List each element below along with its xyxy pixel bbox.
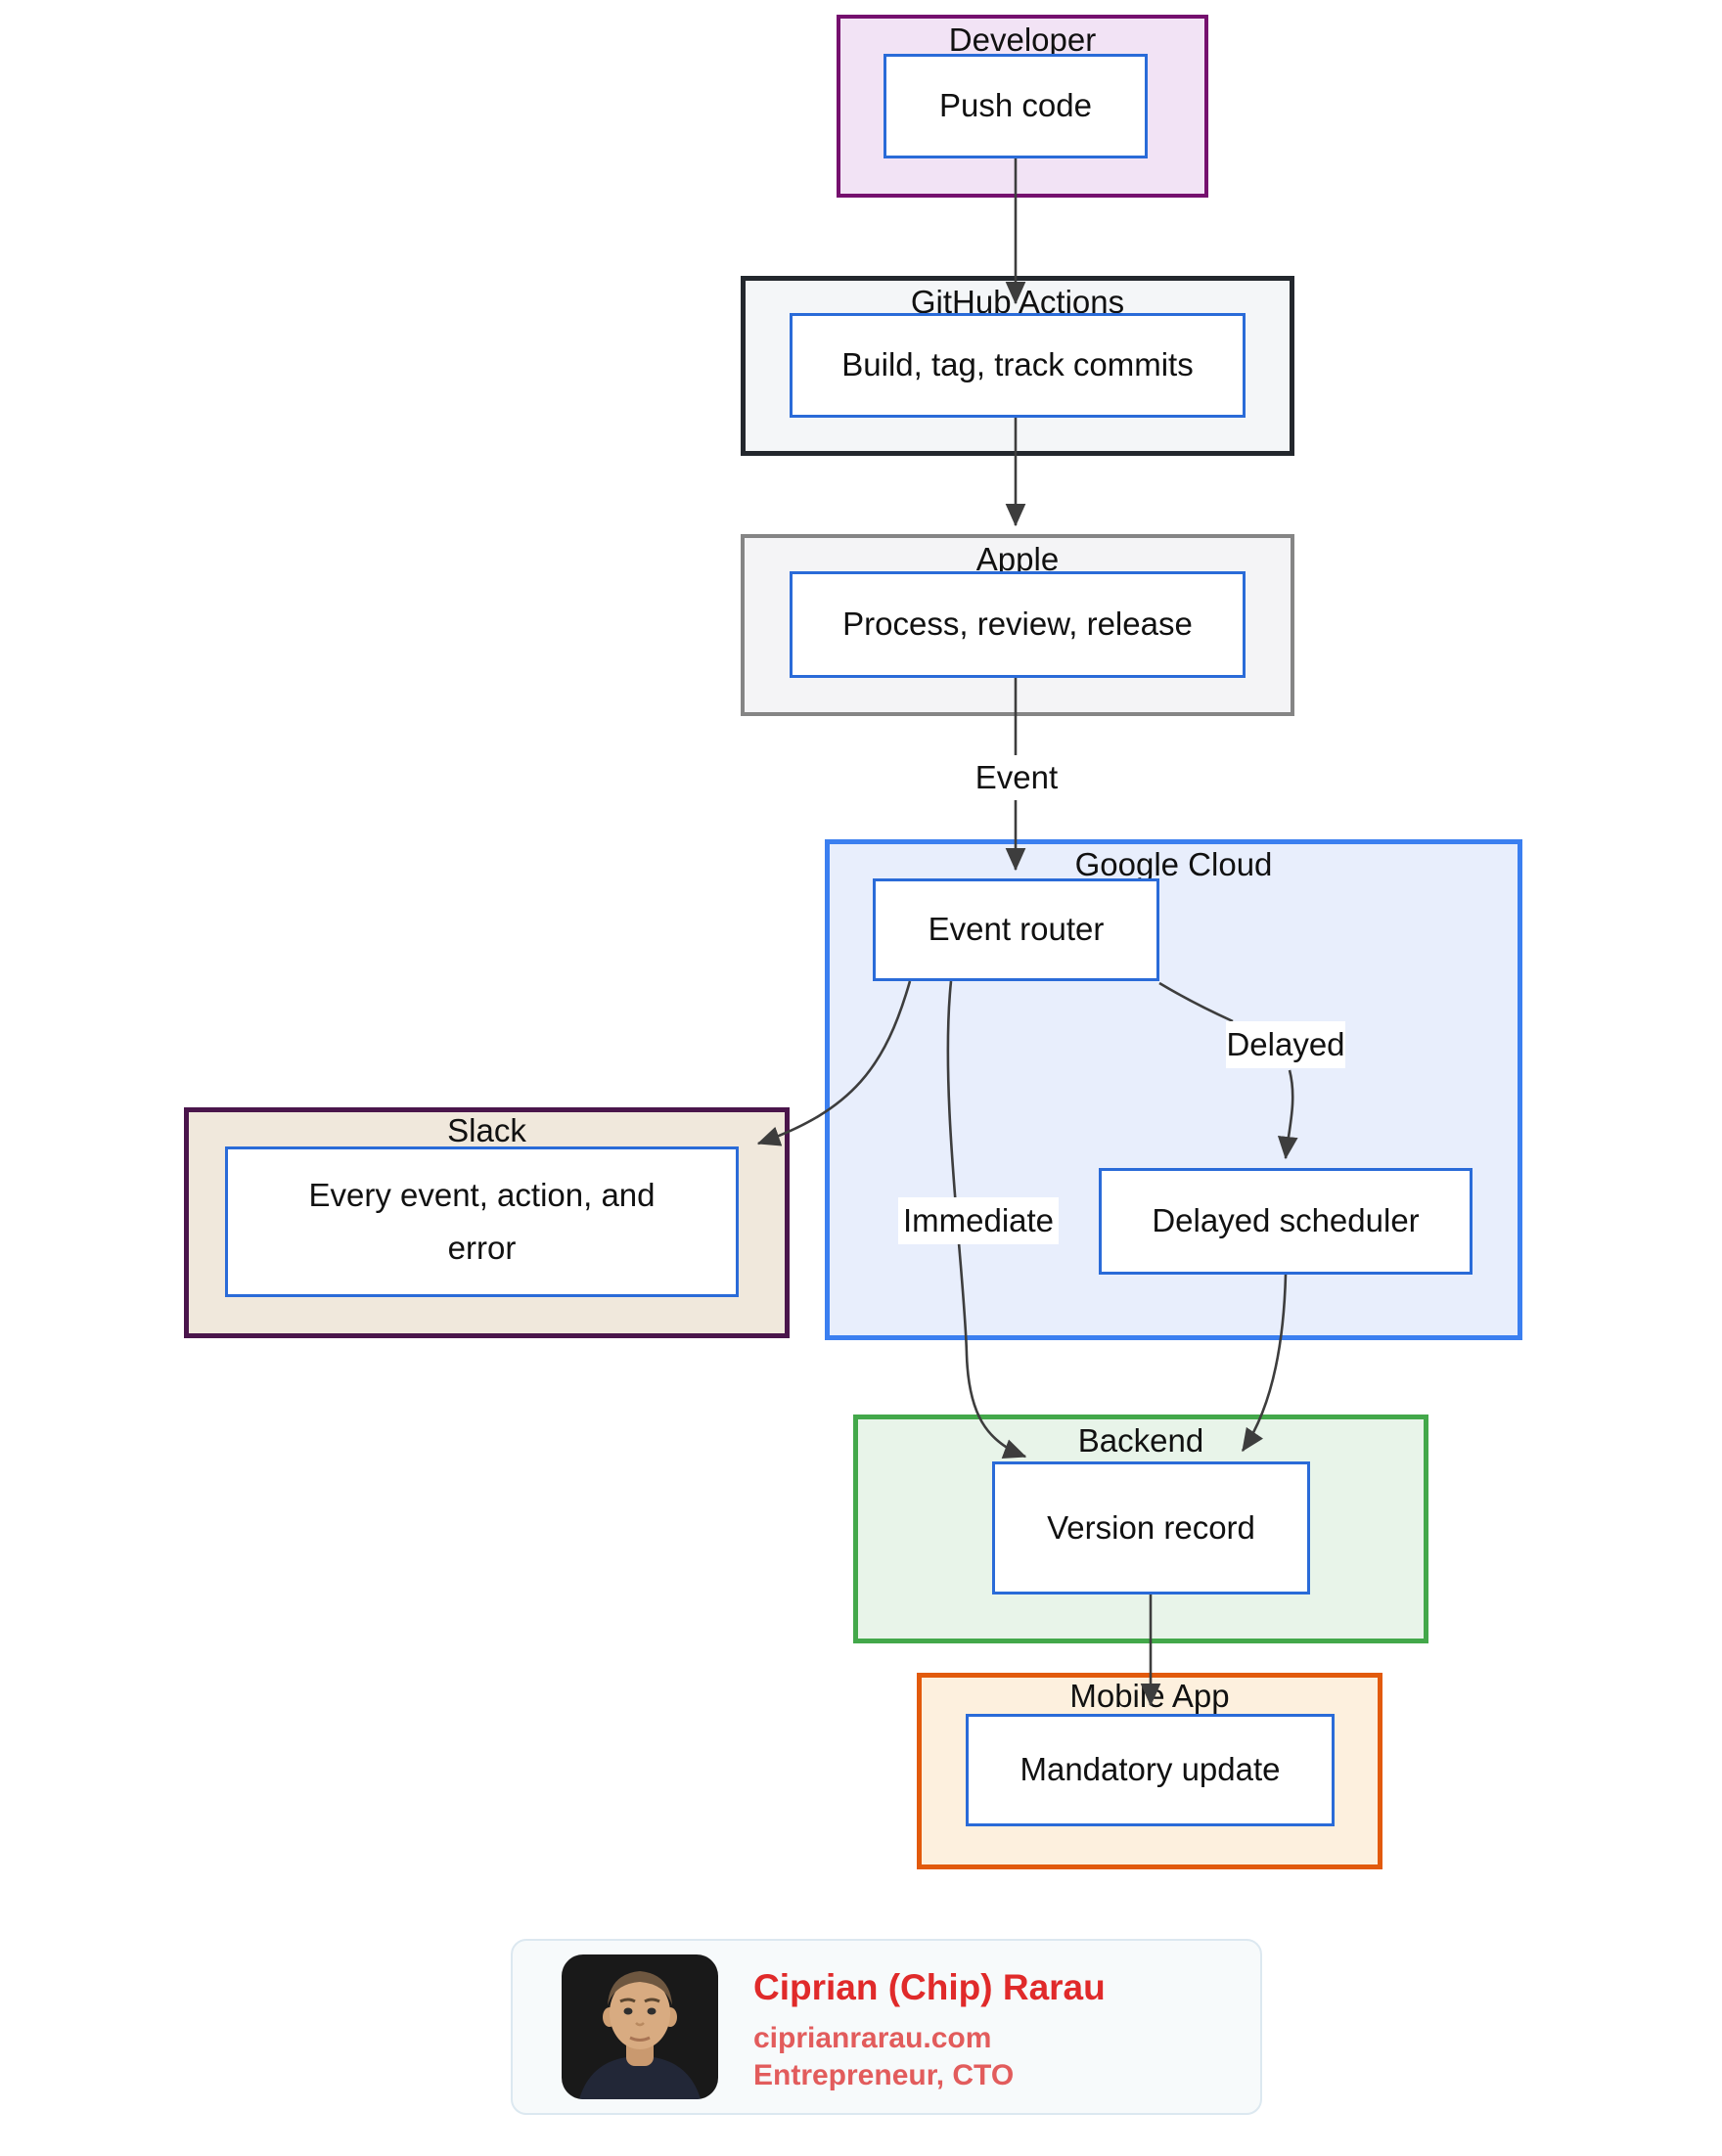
edge-router-to-slack — [756, 980, 912, 1146]
process-review-release-node: Process, review, release — [790, 571, 1246, 678]
edge-delayed-label-to-scheduler — [1277, 1069, 1298, 1160]
slack-group-title: Slack — [447, 1112, 526, 1148]
delayed-scheduler-label: Delayed scheduler — [1152, 1202, 1420, 1239]
profile-photo — [562, 1954, 718, 2099]
backend-group-title: Backend — [1077, 1422, 1204, 1459]
edge-router-immediate-to-backend — [946, 980, 1027, 1459]
slack-events-label: Every event, action, and error — [308, 1176, 656, 1266]
build-tag-track-label: Build, tag, track commits — [841, 346, 1194, 383]
process-review-release-label: Process, review, release — [842, 606, 1193, 643]
apple-group-title: Apple — [975, 541, 1060, 577]
slack-events-node: Every event, action, and error — [225, 1146, 739, 1297]
author-card: Ciprian (Chip) Rarau ciprianrarau.com En… — [511, 1939, 1262, 2115]
author-website-link[interactable]: ciprianrarau.com — [753, 2022, 992, 2054]
author-name: Ciprian (Chip) Rarau — [753, 1967, 1106, 2007]
push-code-node: Push code — [884, 54, 1148, 158]
author-role: Entrepreneur, CTO — [753, 2059, 1015, 2091]
profile-photo-illustration — [562, 1954, 718, 2099]
build-tag-track-node: Build, tag, track commits — [790, 313, 1246, 418]
immediate-edge-label: Immediate — [898, 1197, 1059, 1244]
push-code-label: Push code — [939, 87, 1092, 124]
delayed-scheduler-node: Delayed scheduler — [1099, 1168, 1473, 1275]
version-record-label: Version record — [1047, 1508, 1255, 1546]
event-router-label: Event router — [928, 911, 1105, 948]
event-edge-label: Event — [967, 755, 1066, 800]
delayed-edge-label: Delayed — [1226, 1021, 1345, 1068]
edge-router-to-delayed-label — [1158, 981, 1234, 1023]
version-record-node: Version record — [992, 1461, 1310, 1595]
edge-scheduler-to-backend — [1241, 1274, 1288, 1453]
mandatory-update-node: Mandatory update — [966, 1714, 1335, 1826]
google-cloud-group-title: Google Cloud — [1074, 846, 1273, 882]
developer-group-title: Developer — [948, 22, 1097, 58]
event-router-node: Event router — [873, 878, 1159, 981]
mandatory-update-label: Mandatory update — [1020, 1751, 1281, 1788]
